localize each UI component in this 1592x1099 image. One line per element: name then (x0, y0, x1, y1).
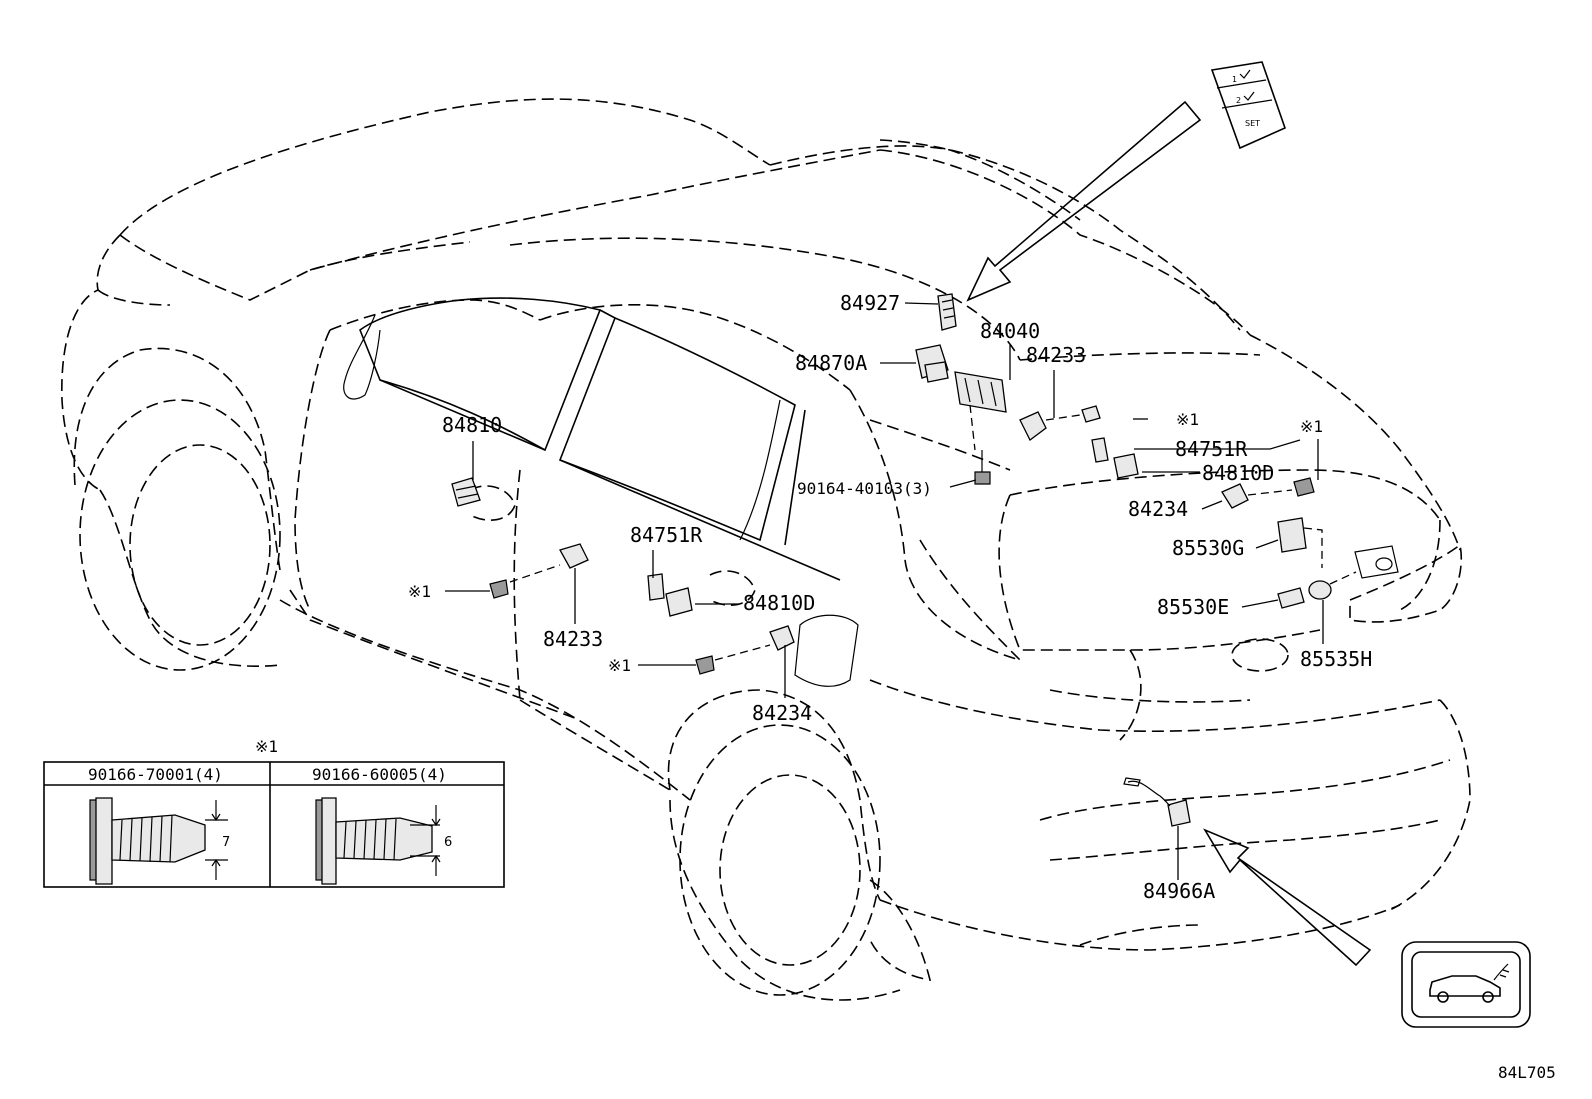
legend-col2-dim: 6 (444, 835, 452, 850)
screw-top-glyph (1081, 405, 1101, 423)
label-85535H: 85535H (1300, 647, 1372, 671)
label-84751R-right: 84751R (1175, 437, 1248, 461)
label-84810D-right: 84810D (1202, 461, 1274, 485)
part-85530E-glyph (1277, 587, 1305, 609)
memory-switch-panel: 1 2 SET (1210, 61, 1286, 150)
part-84233-door-glyph (559, 543, 589, 569)
label-90164-40103: 90164-40103(3) (797, 479, 932, 498)
label-84233-top: 84233 (1026, 343, 1086, 367)
switch-1-label: 1 (1232, 75, 1237, 84)
label-84233-door: 84233 (543, 627, 603, 651)
label-84234-door: 84234 (752, 701, 812, 725)
label-84966A: 84966A (1143, 879, 1215, 903)
label-84751R-door: 84751R (630, 523, 703, 547)
label-85530E: 85530E (1157, 595, 1229, 619)
bolt-90166-70001-drawing: 7 (89, 797, 230, 885)
part-84234-right-glyph (1221, 483, 1249, 509)
label-84810D-door: 84810D (743, 591, 815, 615)
screw-lower-door-glyph (695, 655, 715, 675)
part-84233-top-glyph (1019, 411, 1047, 441)
part-labels: 84927 84040 84870A 84233 84810 ※1 84751R… (408, 291, 1372, 903)
seat-icon-2 (1243, 91, 1255, 101)
part-85530G-glyph (1277, 517, 1307, 553)
legend-col2-part: 90166-60005(4) (312, 765, 447, 784)
switch-set-label: SET (1245, 119, 1260, 128)
vehicle-outline (61, 98, 1471, 1001)
part-84810-glyph (451, 477, 481, 507)
ref-mark-lower-door: ※1 (608, 656, 631, 675)
label-85530G: 85530G (1172, 536, 1244, 560)
bolt-90164-glyph (974, 471, 991, 485)
part-85535H-glyph (1308, 580, 1332, 600)
part-84966A-glyph (1167, 799, 1191, 827)
callout-arrows (966, 100, 1372, 967)
bolt-90166-60005-drawing: 6 (315, 797, 452, 885)
part-84810D-right-glyph (1113, 453, 1139, 479)
switch-2-label: 2 (1236, 96, 1241, 105)
fastener-legend: ※1 90166-70001(4) 90166-60005(4) 7 6 (43, 737, 505, 888)
ref-mark-right: ※1 (1300, 417, 1323, 436)
part-84751R-door-glyph (647, 573, 665, 601)
part-84810D-door-glyph (665, 587, 693, 617)
power-back-door-icon (1401, 941, 1531, 1028)
legend-col1-dim: 7 (222, 835, 230, 850)
label-84040: 84040 (980, 319, 1040, 343)
part-84927-glyph (937, 293, 957, 331)
label-84927: 84927 (840, 291, 900, 315)
leader-lines (445, 302, 1324, 880)
seat-icon-1 (1239, 69, 1251, 79)
part-glyphs (451, 293, 1399, 827)
label-84810: 84810 (442, 413, 502, 437)
screw-right-glyph (1293, 477, 1315, 497)
screw-door-glyph (489, 579, 509, 599)
legend-ref-mark: ※1 (255, 737, 278, 756)
label-84234-right: 84234 (1128, 497, 1188, 521)
part-84751R-right-glyph (1091, 437, 1109, 463)
part-84234-door-glyph (769, 625, 795, 651)
diagram-code: 84L705 (1498, 1063, 1556, 1082)
legend-col1-part: 90166-70001(4) (88, 765, 223, 784)
ref-mark-door: ※1 (408, 582, 431, 601)
ref-mark-top: ※1 (1176, 410, 1199, 429)
label-84870A: 84870A (795, 351, 867, 375)
